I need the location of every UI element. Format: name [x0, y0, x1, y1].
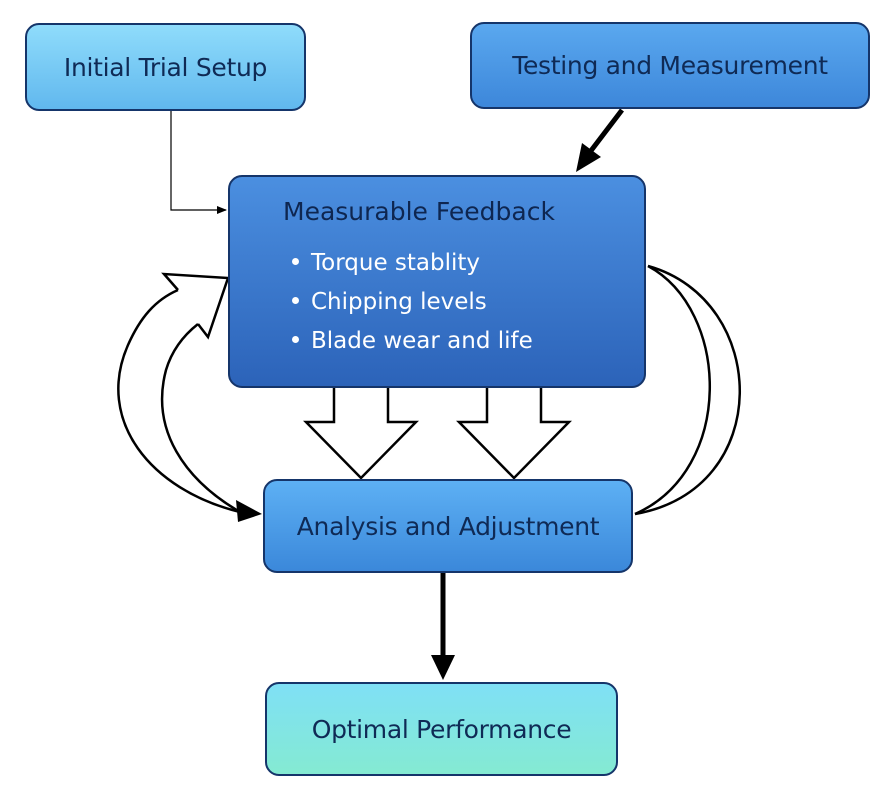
node-optimal-performance: Optimal Performance: [265, 682, 618, 776]
bullet-icon: [292, 336, 299, 343]
node-label: Optimal Performance: [311, 714, 572, 744]
node-label: Initial Trial Setup: [63, 52, 268, 82]
bullet-item: Torque stablity: [292, 244, 533, 283]
bullet-item: Blade wear and life: [292, 322, 533, 361]
feedback-bullet-list: Torque stablity Chipping levels Blade we…: [292, 244, 533, 361]
bullet-icon: [292, 297, 299, 304]
node-label: Analysis and Adjustment: [296, 511, 600, 541]
arrow-testing-to-feedback: [576, 108, 624, 172]
node-label: Testing and Measurement: [512, 51, 828, 80]
block-arrow-left: [303, 388, 419, 480]
node-testing-and-measurement: Testing and Measurement: [470, 22, 870, 109]
bullet-icon: [292, 258, 299, 265]
loop-arrow-left: [117, 272, 262, 522]
loop-arrow-right: [634, 264, 741, 516]
node-title: Measurable Feedback: [283, 197, 555, 226]
node-measurable-feedback: Measurable Feedback Torque stablity Chip…: [228, 175, 646, 388]
node-initial-trial-setup: Initial Trial Setup: [25, 23, 306, 111]
bullet-item: Chipping levels: [292, 283, 533, 322]
node-analysis-and-adjustment: Analysis and Adjustment: [263, 479, 633, 573]
arrow-initial-to-feedback: [170, 111, 227, 214]
arrow-analysis-to-optimal: [431, 573, 455, 680]
block-arrow-right: [456, 388, 572, 480]
